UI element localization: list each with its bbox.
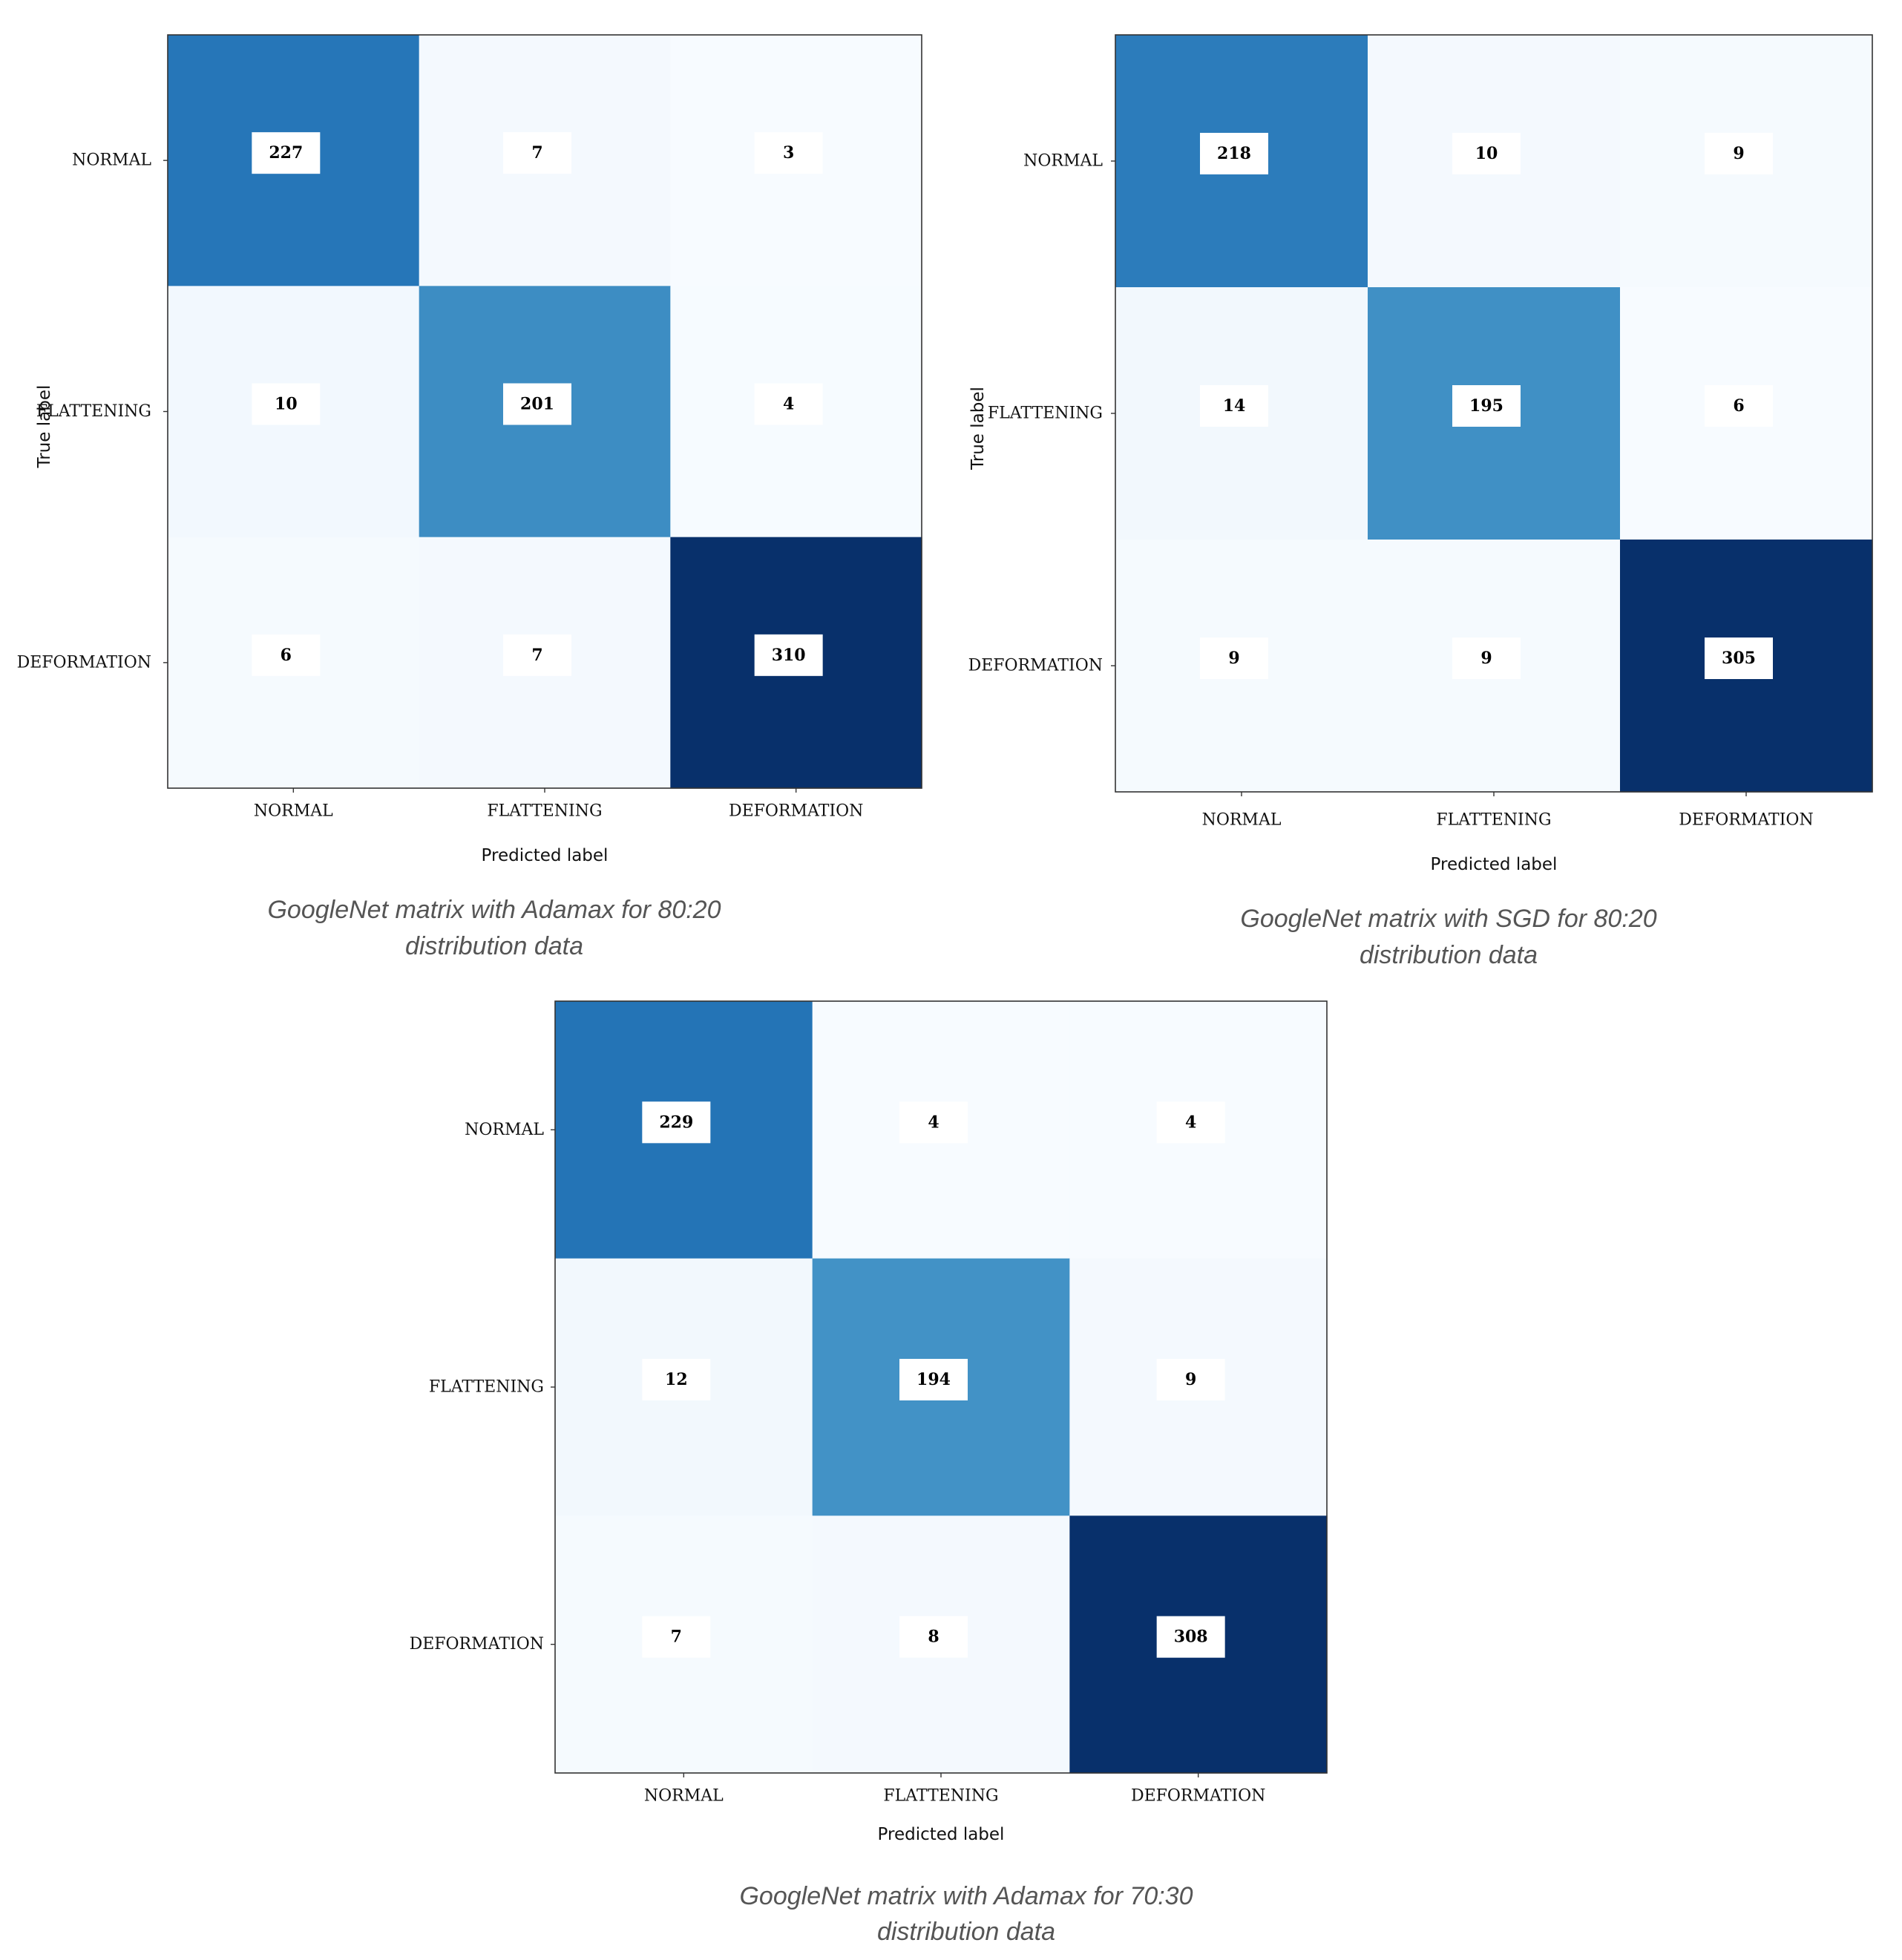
cell-label-box-r0-c2 bbox=[1705, 133, 1773, 174]
cell-label-box-r2-c0 bbox=[642, 1616, 711, 1658]
x-tick-label-2: DEFORMATION bbox=[1131, 1787, 1265, 1806]
y-tick-label-0: NORMAL bbox=[465, 1121, 544, 1139]
cell-value-r0-c0: 229 bbox=[659, 1112, 693, 1132]
cell-label-box-r2-c2 bbox=[754, 634, 823, 676]
cell-value-r0-c2: 3 bbox=[783, 143, 794, 163]
y-tick-label-2: DEFORMATION bbox=[17, 653, 151, 672]
cell-label-box-r1-c2 bbox=[1156, 1359, 1225, 1400]
cell-value-r1-c2: 9 bbox=[1185, 1370, 1196, 1389]
cell-label-box-r1-c2 bbox=[754, 383, 823, 425]
cell-label-box-r1-c2 bbox=[1705, 385, 1773, 427]
figure-caption-line-2: distribution data bbox=[405, 932, 583, 960]
cell-value-r0-c2: 4 bbox=[1185, 1112, 1196, 1132]
cell-value-r2-c0: 9 bbox=[1228, 649, 1239, 668]
cell-value-r0-c1: 4 bbox=[928, 1112, 939, 1132]
cell-value-r2-c2: 310 bbox=[772, 646, 806, 665]
cell-label-box-r0-c0 bbox=[642, 1101, 711, 1144]
x-axis-label: Predicted label bbox=[878, 1825, 1005, 1844]
figure-caption-line-2: distribution data bbox=[877, 1918, 1055, 1946]
x-tick-label-1: FLATTENING bbox=[1436, 811, 1551, 830]
x-tick-label-0: NORMAL bbox=[254, 802, 333, 821]
cell-value-r1-c0: 14 bbox=[1223, 396, 1246, 416]
x-axis-label: Predicted label bbox=[1431, 855, 1558, 874]
cell-value-r1-c0: 12 bbox=[665, 1370, 688, 1389]
cell-value-r2-c2: 305 bbox=[1722, 649, 1756, 668]
cell-value-r2-c0: 6 bbox=[281, 646, 292, 665]
cell-label-box-r0-c0 bbox=[1200, 133, 1268, 174]
cell-label-box-r0-c1 bbox=[503, 132, 571, 174]
cell-value-r2-c1: 9 bbox=[1480, 649, 1492, 668]
x-axis-label: Predicted label bbox=[482, 846, 609, 865]
cell-value-r2-c0: 7 bbox=[671, 1628, 682, 1647]
figure-caption-line-1: GoogleNet matrix with SGD for 80:20 bbox=[1240, 905, 1656, 933]
x-tick-label-1: FLATTENING bbox=[883, 1787, 998, 1806]
x-tick-label-1: FLATTENING bbox=[487, 802, 602, 821]
cell-value-r0-c0: 227 bbox=[269, 143, 303, 163]
cell-value-r0-c0: 218 bbox=[1217, 144, 1251, 163]
cell-label-box-r0-c2 bbox=[1156, 1101, 1225, 1144]
cell-label-box-r1-c1 bbox=[503, 383, 571, 425]
cell-value-r1-c1: 201 bbox=[520, 395, 554, 414]
cell-value-r1-c0: 10 bbox=[275, 395, 298, 414]
cell-label-box-r2-c0 bbox=[1200, 638, 1268, 679]
y-tick-label-1: FLATTENING bbox=[988, 404, 1103, 423]
cell-label-box-r0-c1 bbox=[899, 1101, 968, 1144]
cell-label-box-r0-c0 bbox=[252, 132, 321, 174]
cell-value-r1-c2: 6 bbox=[1733, 396, 1744, 416]
cell-value-r0-c2: 9 bbox=[1733, 144, 1744, 163]
cell-value-r1-c1: 195 bbox=[1469, 396, 1503, 416]
cell-label-box-r2-c2 bbox=[1156, 1616, 1225, 1658]
cell-value-r2-c1: 8 bbox=[928, 1628, 939, 1647]
cell-value-r1-c1: 194 bbox=[916, 1370, 951, 1389]
y-tick-label-2: DEFORMATION bbox=[410, 1635, 544, 1653]
cell-label-box-r1-c0 bbox=[642, 1359, 711, 1400]
y-tick-label-0: NORMAL bbox=[1023, 152, 1103, 171]
cell-label-box-r0-c2 bbox=[754, 132, 823, 174]
cell-label-box-r1-c0 bbox=[1200, 385, 1268, 427]
cell-label-box-r1-c1 bbox=[899, 1359, 968, 1400]
y-tick-label-1: FLATTENING bbox=[36, 402, 151, 421]
cell-value-r0-c1: 7 bbox=[531, 143, 542, 163]
y-tick-label-0: NORMAL bbox=[72, 151, 151, 170]
cell-label-box-r0-c1 bbox=[1452, 133, 1521, 174]
cell-label-box-r2-c0 bbox=[252, 634, 321, 676]
cell-label-box-r2-c2 bbox=[1705, 638, 1773, 679]
x-tick-label-0: NORMAL bbox=[644, 1787, 724, 1806]
x-tick-label-2: DEFORMATION bbox=[729, 802, 863, 821]
cell-label-box-r2-c1 bbox=[899, 1616, 968, 1658]
cell-label-box-r2-c1 bbox=[503, 634, 571, 676]
y-tick-label-1: FLATTENING bbox=[429, 1378, 544, 1397]
cell-value-r2-c2: 308 bbox=[1174, 1628, 1208, 1647]
y-axis-label: True label bbox=[35, 385, 54, 469]
x-tick-label-0: NORMAL bbox=[1202, 811, 1282, 830]
cell-label-box-r2-c1 bbox=[1452, 638, 1521, 679]
figure-caption-line-1: GoogleNet matrix with Adamax for 70:30 bbox=[739, 1882, 1193, 1910]
figure-caption-line-1: GoogleNet matrix with Adamax for 80:20 bbox=[267, 896, 721, 924]
cell-label-box-r1-c0 bbox=[252, 383, 321, 425]
cell-label-box-r1-c1 bbox=[1452, 385, 1521, 427]
cell-value-r0-c1: 10 bbox=[1475, 144, 1498, 163]
figure-caption-line-2: distribution data bbox=[1360, 941, 1538, 969]
y-tick-label-2: DEFORMATION bbox=[968, 657, 1103, 675]
x-tick-label-2: DEFORMATION bbox=[1679, 811, 1813, 830]
cell-value-r2-c1: 7 bbox=[531, 646, 542, 665]
cell-value-r1-c2: 4 bbox=[783, 395, 794, 414]
y-axis-label: True label bbox=[968, 387, 988, 471]
